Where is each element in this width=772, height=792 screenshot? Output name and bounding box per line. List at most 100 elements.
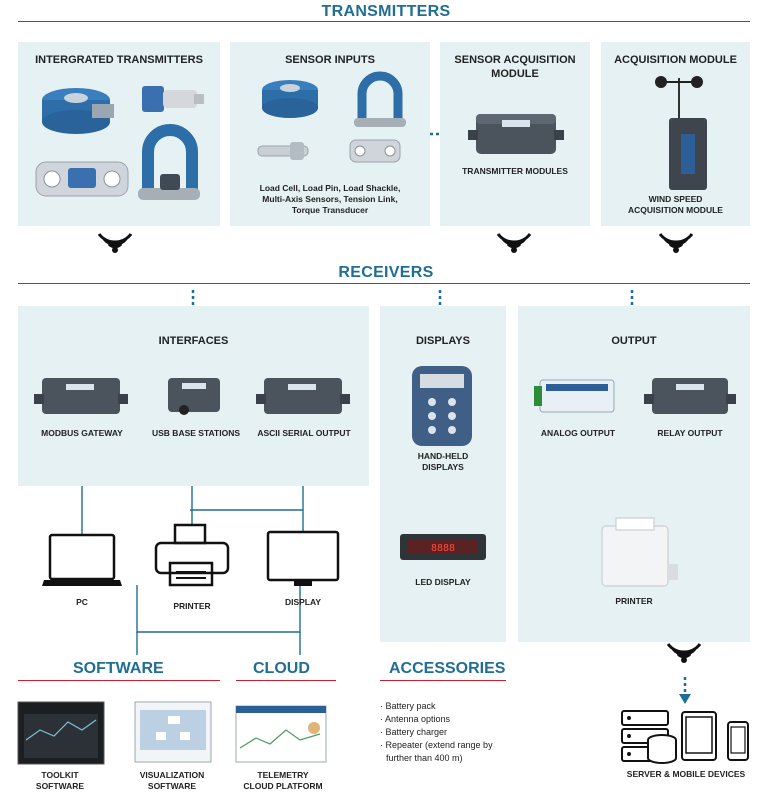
printer-label: PRINTER (173, 601, 211, 611)
acquisition-module-panel: ACQUISITION MODULE WIND SPEED ACQUISITIO… (601, 42, 750, 226)
sensor-acquisition-title-line: SENSOR ACQUISITION (454, 54, 576, 66)
interfaces-devices-illustration (34, 378, 350, 415)
integrated-transmitters-panel: INTERGRATED TRANSMITTERS (18, 42, 220, 226)
sensor-inputs-caption-line: Multi-Axis Sensors, Tension Link, (262, 194, 398, 204)
wireless-icon (496, 233, 532, 253)
accessories-heading: ACCESSORIES (389, 660, 506, 677)
printer-icon (601, 517, 678, 587)
displays-title: DISPLAYS (415, 335, 470, 347)
accessory-item: further than 400 m) (386, 753, 463, 763)
led-display-icon: 8888 (400, 534, 486, 560)
receivers-heading: RECEIVERS (338, 264, 434, 281)
laptop-icon (42, 533, 122, 586)
wireless-icon (97, 233, 133, 253)
acquisition-module-title: ACQUISITION MODULE (614, 54, 737, 66)
telemetry-cloud-label: TELEMETRY CLOUD PLATFORM (228, 770, 338, 792)
sensor-inputs-caption-line: Load Cell, Load Pin, Load Shackle, (259, 183, 401, 193)
usb-base-station-icon (168, 378, 220, 415)
output-devices-illustration (534, 378, 736, 587)
cloud-heading: CLOUD (253, 660, 310, 677)
accessory-item: · Battery charger (380, 727, 448, 737)
tablet-icon (681, 711, 717, 761)
accessory-item: · Repeater (extend range by (380, 740, 493, 750)
displays-illustration: 8888 (400, 366, 486, 560)
toolkit-software-label-line: SOFTWARE (35, 781, 85, 791)
output-title: OUTPUT (611, 335, 657, 347)
phone-icon (727, 721, 749, 761)
telemetry-cloud-label-line: CLOUD PLATFORM (243, 781, 323, 791)
analog-output-icon (534, 379, 615, 413)
transmitters-heading: TRANSMITTERS (321, 3, 451, 20)
accessory-item: · Battery pack (380, 701, 436, 711)
visualization-software-label-line: VISUALIZATION (139, 770, 205, 780)
sensor-inputs-caption: Load Cell, Load Pin, Load Shackle, Multi… (230, 183, 430, 216)
transmitter-modules-caption: TRANSMITTER MODULES (462, 166, 568, 176)
output-panel: OUTPUT ANALOG OUTPUT RELAY OUTPUT PRINTE… (518, 306, 750, 642)
software-heading: SOFTWARE (73, 660, 164, 677)
sensor-inputs-title: SENSOR INPUTS (285, 54, 375, 66)
ascii-serial-output-label: ASCII SERIAL OUTPUT (257, 428, 351, 438)
server-icon (621, 710, 677, 764)
transmitters-rule (18, 21, 750, 22)
shackle-icon (354, 71, 406, 127)
load-cell-icon (42, 88, 114, 134)
output-printer-label: PRINTER (615, 596, 653, 606)
pc-label: PC (76, 597, 88, 607)
interfaces-panel: INTERFACES MODBUS GATEWAY USB BASE STATI… (18, 306, 369, 486)
load-cell-icon (262, 80, 318, 118)
server-mobile-devices-label: SERVER & MOBILE DEVICES (626, 769, 746, 779)
receivers-rule (18, 283, 750, 284)
visualization-software-screenshot (134, 701, 212, 763)
accessories-list: · Battery pack · Antenna options · Batte… (380, 700, 493, 765)
shackle-icon (138, 124, 200, 200)
wind-speed-module-illustration (655, 76, 707, 190)
integrated-transmitters-title: INTERGRATED TRANSMITTERS (35, 54, 203, 66)
handheld-displays-label-line: HAND-HELD (417, 451, 469, 461)
software-rule (18, 680, 220, 681)
led-display-label: LED DISPLAY (415, 577, 471, 587)
load-pin-icon (257, 142, 309, 160)
connector-icon (142, 86, 204, 112)
sensor-inputs-illustration (257, 71, 406, 163)
relay-output-label: RELAY OUTPUT (657, 428, 723, 438)
display-label: DISPLAY (284, 597, 322, 607)
interfaces-title: INTERFACES (158, 335, 229, 347)
displays-panel: DISPLAYS 8888 HAND-HELD DISPLAYS LED DIS… (380, 306, 506, 642)
wireless-icon (658, 233, 694, 253)
tension-link-icon (349, 139, 401, 163)
modbus-gateway-icon (34, 378, 128, 414)
svg-text:8888: 8888 (431, 543, 455, 554)
wind-speed-caption-line: WIND SPEED (648, 194, 703, 204)
tension-link-icon (35, 161, 129, 197)
sensor-acquisition-title-line: MODULE (491, 68, 539, 80)
wind-speed-caption: WIND SPEED ACQUISITION MODULE (601, 194, 750, 216)
sensor-inputs-panel: SENSOR INPUTS Load Cell, Load Pin, Load … (230, 42, 430, 226)
telemetry-cloud-label-line: TELEMETRY (257, 770, 309, 780)
usb-base-stations-label: USB BASE STATIONS (152, 428, 240, 438)
toolkit-software-label: TOOLKIT SOFTWARE (10, 770, 110, 792)
visualization-software-label-line: SOFTWARE (147, 781, 197, 791)
handheld-displays-label: HAND-HELD DISPLAYS (380, 451, 506, 473)
wireless-icon (666, 643, 702, 663)
sensor-acquisition-title: SENSOR ACQUISITION MODULE (440, 53, 590, 81)
ascii-serial-output-icon (256, 378, 350, 414)
cloud-rule (236, 680, 336, 681)
accessories-rule (380, 680, 506, 681)
monitor-icon (266, 530, 340, 586)
visualization-software-label: VISUALIZATION SOFTWARE (122, 770, 222, 792)
integrated-devices-illustration (35, 86, 204, 200)
modbus-gateway-label: MODBUS GATEWAY (41, 428, 123, 438)
toolkit-software-label-line: TOOLKIT (41, 770, 79, 780)
sensor-inputs-caption-line: Torque Transducer (291, 205, 369, 215)
sensor-acquisition-panel: SENSOR ACQUISITION MODULE TRANSMITTER MO… (440, 42, 590, 226)
analog-output-label: ANALOG OUTPUT (540, 428, 616, 438)
handheld-displays-label-line: DISPLAYS (422, 462, 464, 472)
relay-output-icon (644, 378, 736, 414)
handheld-display-icon (412, 366, 472, 446)
toolkit-software-screenshot (17, 701, 105, 765)
printer-icon (154, 523, 230, 587)
accessory-item: · Antenna options (380, 714, 451, 724)
